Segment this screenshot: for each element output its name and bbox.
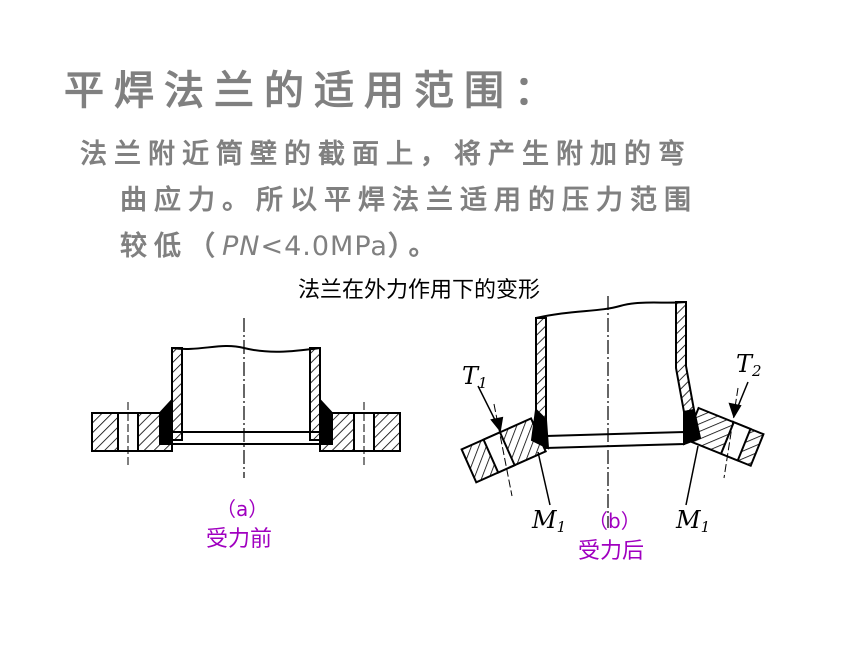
t1-arrowhead — [490, 416, 504, 433]
t1-label: T1 — [462, 362, 488, 392]
label-a: （a） — [216, 497, 268, 521]
pn-symbol: PN — [222, 231, 261, 262]
caption-a: 受力前 — [206, 527, 272, 552]
caption-b: 受力后 — [578, 539, 644, 564]
cylinder-a-wall-right — [309, 347, 321, 441]
cylinder-b-wall-left — [535, 317, 547, 423]
cylinder-b-wall-right — [675, 301, 696, 414]
cylinder-a-break — [171, 345, 321, 353]
flange-b-right — [684, 406, 765, 468]
bottom-b — [545, 430, 685, 450]
slide-title: 平焊法兰的适用范围： — [64, 68, 564, 114]
label-b: （b） — [588, 509, 641, 533]
body-line-3: 较低（PN<4.0MPa）。 — [80, 224, 800, 270]
t2-label: T2 — [736, 350, 762, 380]
body-line-3-prefix: 较低（ — [120, 231, 222, 262]
pn-value: <4.0MPa — [260, 231, 388, 262]
m1-right-leader — [685, 445, 699, 506]
bottom-a — [171, 431, 321, 445]
body-line-3-suffix: ）。 — [387, 231, 443, 262]
t2-arrowhead — [728, 402, 742, 419]
weld-b-left — [530, 407, 550, 450]
weld-a-left — [159, 397, 173, 445]
cylinder-a-wall-left — [171, 347, 183, 441]
flange-a-drawing — [91, 318, 401, 478]
m1-left-label: M1 — [531, 506, 566, 536]
cylinder-b-break — [535, 301, 687, 319]
weld-a-right — [319, 397, 333, 445]
bolt-axis-b-right — [723, 387, 739, 479]
body-line-2: 曲应力。所以平焊法兰适用的压力范围 — [120, 185, 698, 216]
weld-b-right — [683, 408, 702, 446]
figure-caption: 法兰在外力作用下的变形 — [298, 278, 541, 303]
pressure-rating: PN<4.0MPa — [222, 231, 388, 262]
flange-b-drawing — [460, 296, 765, 528]
body-line-1: 法兰附近筒壁的截面上，将产生附加的弯 — [80, 139, 692, 170]
m1-left-leader — [537, 451, 551, 506]
body-paragraph: 法兰附近筒壁的截面上，将产生附加的弯 曲应力。所以平焊法兰适用的压力范围 较低（… — [80, 132, 800, 270]
m1-right-label: M1 — [675, 506, 710, 536]
